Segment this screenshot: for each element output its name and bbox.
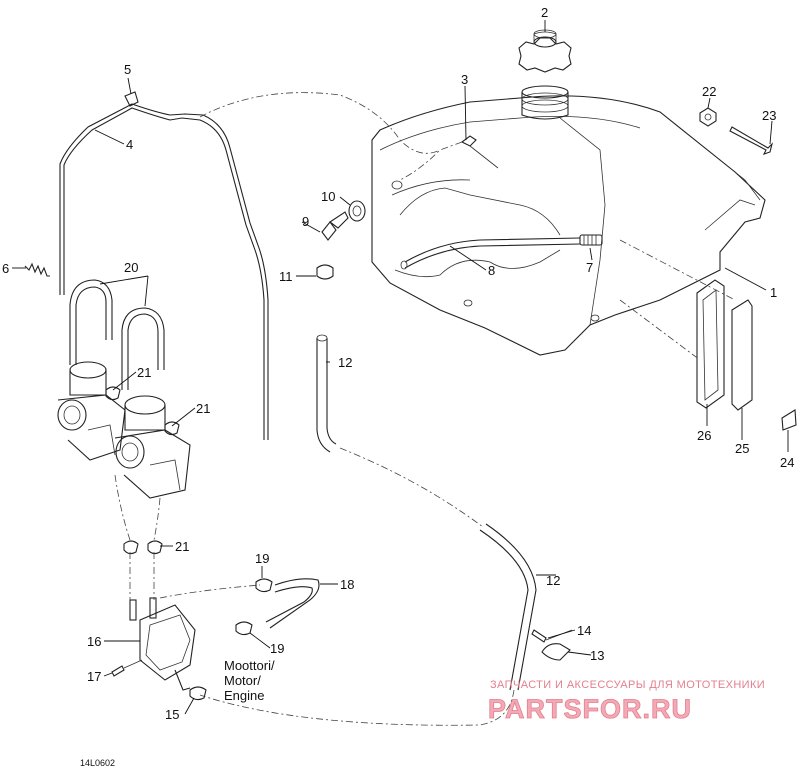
callout-21-middle: 21: [196, 401, 210, 416]
rivet: [531, 629, 573, 643]
pulse-hose: [159, 578, 320, 629]
watermark-logo: PARTSFOR.RU: [488, 694, 692, 724]
pump-clamp: [189, 686, 207, 701]
pulse-clamp-lower: [235, 621, 253, 636]
fuel-hose-lower: [199, 447, 537, 726]
callout-2: 2: [541, 5, 548, 20]
vent-cap: [124, 91, 139, 107]
callout-20: 20: [124, 260, 138, 275]
callout-1: 1: [770, 285, 777, 300]
fuel-tank: [371, 85, 766, 356]
callout-10: 10: [321, 189, 335, 204]
carburetor-left: [57, 361, 126, 461]
callout-26: 26: [697, 428, 711, 443]
callout-3: 3: [461, 72, 468, 87]
engine-label-line-2: Motor/: [224, 673, 261, 688]
callout-21-upper: 21: [137, 365, 151, 380]
fuel-hose-upper: [316, 334, 337, 453]
fuel-pickup-line: [400, 237, 581, 270]
clamp-spring: [24, 262, 50, 277]
bolt: [729, 126, 774, 155]
callout-24: 24: [780, 455, 794, 470]
callout-17: 17: [87, 669, 101, 684]
mounting-bracket: [541, 643, 571, 661]
screw: [111, 659, 143, 677]
reference-code: 14L0602: [80, 758, 115, 768]
rubber-pad-inner: [696, 279, 725, 409]
callout-11: 11: [279, 269, 293, 284]
protective-tab: [781, 409, 797, 431]
watermark: ЗАПЧАСТИ И АКСЕССУАРЫ ДЛЯ МОТОТЕХНИКИ PA…: [488, 679, 765, 724]
engine-label: Moottori/ Motor/ Engine: [224, 658, 275, 703]
callout-18: 18: [340, 577, 354, 592]
vent-line: [59, 92, 441, 440]
callout-6: 6: [2, 261, 9, 276]
callout-9: 9: [302, 214, 309, 229]
engine-label-line-3: Engine: [224, 688, 264, 703]
carburetor-clamps: [105, 386, 180, 436]
hose-clamp: [316, 264, 334, 280]
callout-14: 14: [577, 623, 591, 638]
callout-5: 5: [124, 62, 131, 77]
callout-labels: 1 2 3 4 5 6 7 8 9 10 11 12 12 13 14 15 1…: [2, 5, 794, 722]
fuel-line-clamps: [114, 474, 163, 600]
carburetor-vent-hoses: [69, 279, 165, 390]
callout-21-lower: 21: [175, 539, 189, 554]
callout-13: 13: [590, 648, 604, 663]
pulse-clamp-upper: [255, 578, 273, 593]
callout-4: 4: [126, 137, 133, 152]
callout-19-upper: 19: [255, 551, 269, 566]
rubber-pad-outer: [731, 299, 753, 411]
watermark-tagline: ЗАПЧАСТИ И АКСЕССУАРЫ ДЛЯ МОТОТЕХНИКИ: [490, 679, 765, 691]
callout-8: 8: [488, 263, 495, 278]
callout-22: 22: [702, 84, 716, 99]
nut: [699, 107, 717, 127]
callout-12-lower: 12: [546, 573, 560, 588]
engine-label-line-1: Moottori/: [224, 658, 275, 673]
fuel-filter-fitting: [579, 234, 603, 246]
callout-7: 7: [586, 260, 593, 275]
shutoff-valve: [321, 200, 366, 241]
callout-16: 16: [87, 634, 101, 649]
carburetor-right: [114, 395, 191, 499]
fuel-cap: [518, 29, 572, 73]
callout-25: 25: [735, 441, 749, 456]
fuel-pump: [129, 597, 196, 691]
callout-12-upper: 12: [338, 355, 352, 370]
callout-19-lower: 19: [270, 641, 284, 656]
vent-fitting: [460, 135, 499, 169]
leader-lines: [12, 20, 789, 715]
callout-15: 15: [165, 707, 179, 722]
callout-23: 23: [762, 108, 776, 123]
